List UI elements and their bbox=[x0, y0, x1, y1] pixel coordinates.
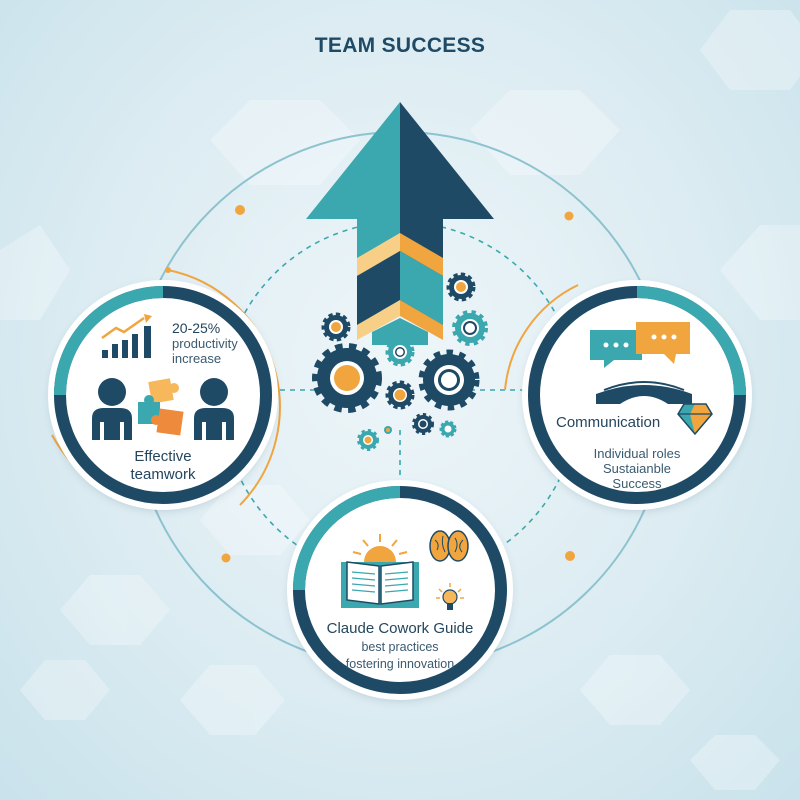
node-subtext: fostering innovation bbox=[345, 657, 455, 671]
bar-chart-trend-icon bbox=[101, 314, 152, 358]
node-label: Communication bbox=[556, 414, 661, 431]
node-label: Claude Cowork Guide bbox=[326, 620, 474, 637]
node-effective-teamwork: 20-25% productivity increase Effective t… bbox=[52, 284, 274, 506]
stat-value: 20-25% bbox=[172, 320, 221, 336]
node-subtext: Individual roles bbox=[593, 446, 681, 461]
node-label: Effective bbox=[134, 448, 192, 465]
puzzle-icon bbox=[138, 378, 184, 436]
node-subtext: best practices bbox=[361, 640, 439, 654]
node-subtext: Sustaianble bbox=[603, 461, 671, 476]
page-title: TEAM SUCCESS bbox=[314, 34, 486, 57]
progress-ring bbox=[54, 286, 272, 504]
bridge-icon bbox=[596, 381, 692, 404]
node-claude-cowork-guide: Claude Cowork Guide best practices foste… bbox=[291, 484, 509, 696]
stat-label: productivity bbox=[172, 336, 238, 351]
stat-label: increase bbox=[172, 351, 222, 366]
chat-bubbles-icon bbox=[590, 322, 690, 368]
brain-icon bbox=[429, 530, 469, 562]
node-label: teamwork bbox=[130, 466, 196, 483]
gears-icon bbox=[312, 272, 488, 451]
node-communication: Communication Individual roles Sustaianb… bbox=[526, 284, 748, 506]
diamond-icon bbox=[677, 403, 713, 436]
person-icon bbox=[194, 378, 234, 440]
open-book-icon bbox=[341, 534, 419, 608]
node-subtext: Success bbox=[612, 476, 662, 491]
sun-icon bbox=[352, 534, 408, 555]
progress-ring bbox=[293, 486, 507, 694]
lightbulb-icon bbox=[436, 583, 464, 610]
up-arrow-icon bbox=[306, 102, 494, 345]
team-puzzle-icons bbox=[92, 378, 234, 440]
progress-ring bbox=[528, 286, 746, 504]
person-icon bbox=[92, 378, 132, 440]
